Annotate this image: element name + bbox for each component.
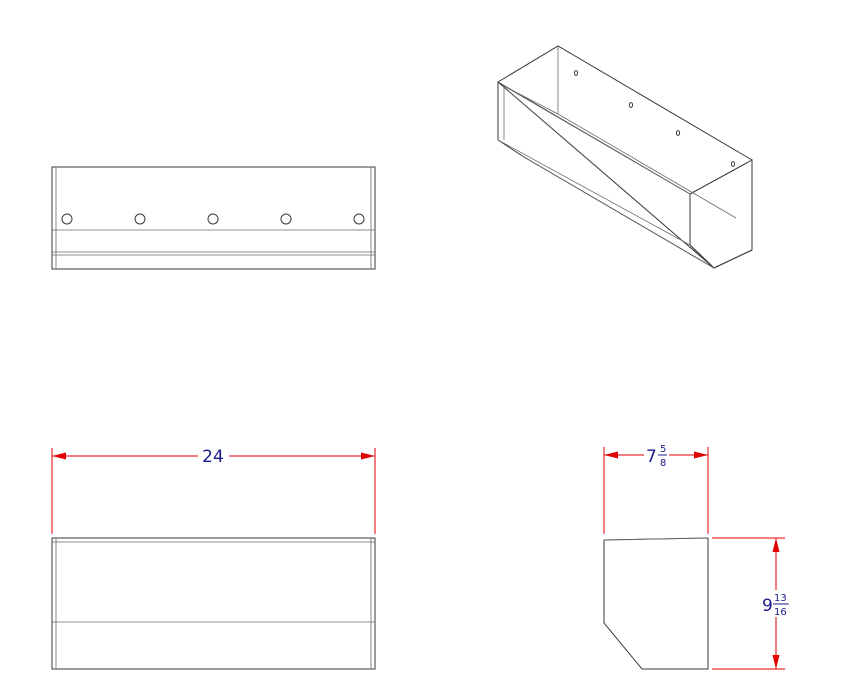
iso-inner-bottom-back: [557, 113, 737, 219]
iso-inner-rim-left: [503, 85, 559, 115]
iso-top-rim-inner: [503, 85, 691, 195]
depth-arrow-left: [604, 451, 618, 459]
side-view-top-edge: [603, 537, 709, 541]
iso-hole: [628, 102, 634, 108]
mounting-hole: [134, 213, 146, 225]
height-arrow-top: [772, 538, 780, 552]
front-view: [51, 537, 376, 670]
width-dimension-text: 24: [202, 447, 224, 467]
depth-whole-text: 7: [646, 447, 657, 467]
mounting-holes: [61, 213, 365, 225]
depth-arrow-right: [694, 451, 708, 459]
iso-side-panel: [689, 159, 753, 269]
width-arrow-right: [361, 452, 375, 460]
depth-denominator-text: 8: [660, 458, 666, 469]
height-denominator-text: 16: [774, 607, 787, 618]
side-view: [603, 537, 709, 670]
height-whole-text: 9: [762, 596, 773, 616]
iso-rim-corner: [745, 159, 753, 164]
iso-hole: [730, 161, 736, 167]
iso-hole: [573, 70, 579, 76]
depth-numerator-text: 5: [660, 444, 666, 455]
iso-hole: [675, 130, 681, 136]
iso-back-panel: [497, 45, 753, 269]
side-view-outline: [603, 537, 709, 670]
iso-bottom-edge: [523, 156, 715, 269]
mounting-hole: [353, 213, 365, 225]
top-view: [51, 166, 376, 270]
front-view-outline: [51, 537, 376, 670]
mounting-hole: [61, 213, 73, 225]
iso-bend-edge: [497, 139, 691, 246]
height-dimension: 9 13 16: [712, 537, 789, 670]
isometric-view: [497, 45, 753, 269]
width-dimension: 24: [51, 447, 376, 534]
mounting-hole: [207, 213, 219, 225]
height-arrow-bottom: [772, 655, 780, 669]
depth-dimension: 7 5 8: [603, 444, 709, 534]
mounting-hole: [280, 213, 292, 225]
width-arrow-left: [52, 452, 66, 460]
top-view-outline: [51, 166, 376, 270]
height-numerator-text: 13: [774, 593, 787, 604]
